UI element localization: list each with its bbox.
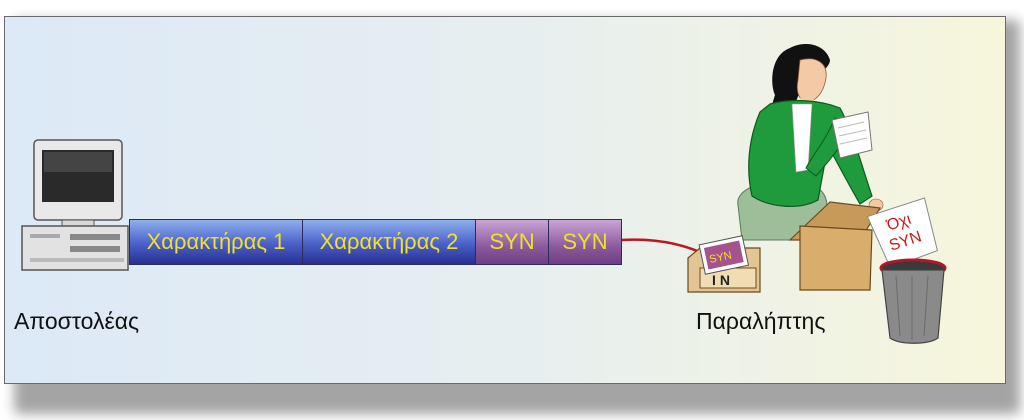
syn-letter-icon [698,235,750,275]
sorting-box-illustration [788,201,882,291]
stream-segment-syn-1: SYN [475,219,549,265]
inbox-label: IN [712,272,734,288]
computer-icon [21,139,129,271]
receiver-label: Παραλήπτης [696,308,826,334]
receiver-person-illustration [737,44,884,241]
sender-label: Αποστολέας [14,308,140,334]
trash-can-icon [879,258,947,344]
stream-segment-char-2: Χαρακτήρας 2 [302,219,476,265]
diagram-panel [4,16,1006,384]
stream-segment-syn-2: SYN [548,219,622,265]
stream-segment-char-1: Χαρακτήρας 1 [129,219,303,265]
discarded-paper-icon [866,197,938,269]
letter-text: SYN [708,250,733,266]
